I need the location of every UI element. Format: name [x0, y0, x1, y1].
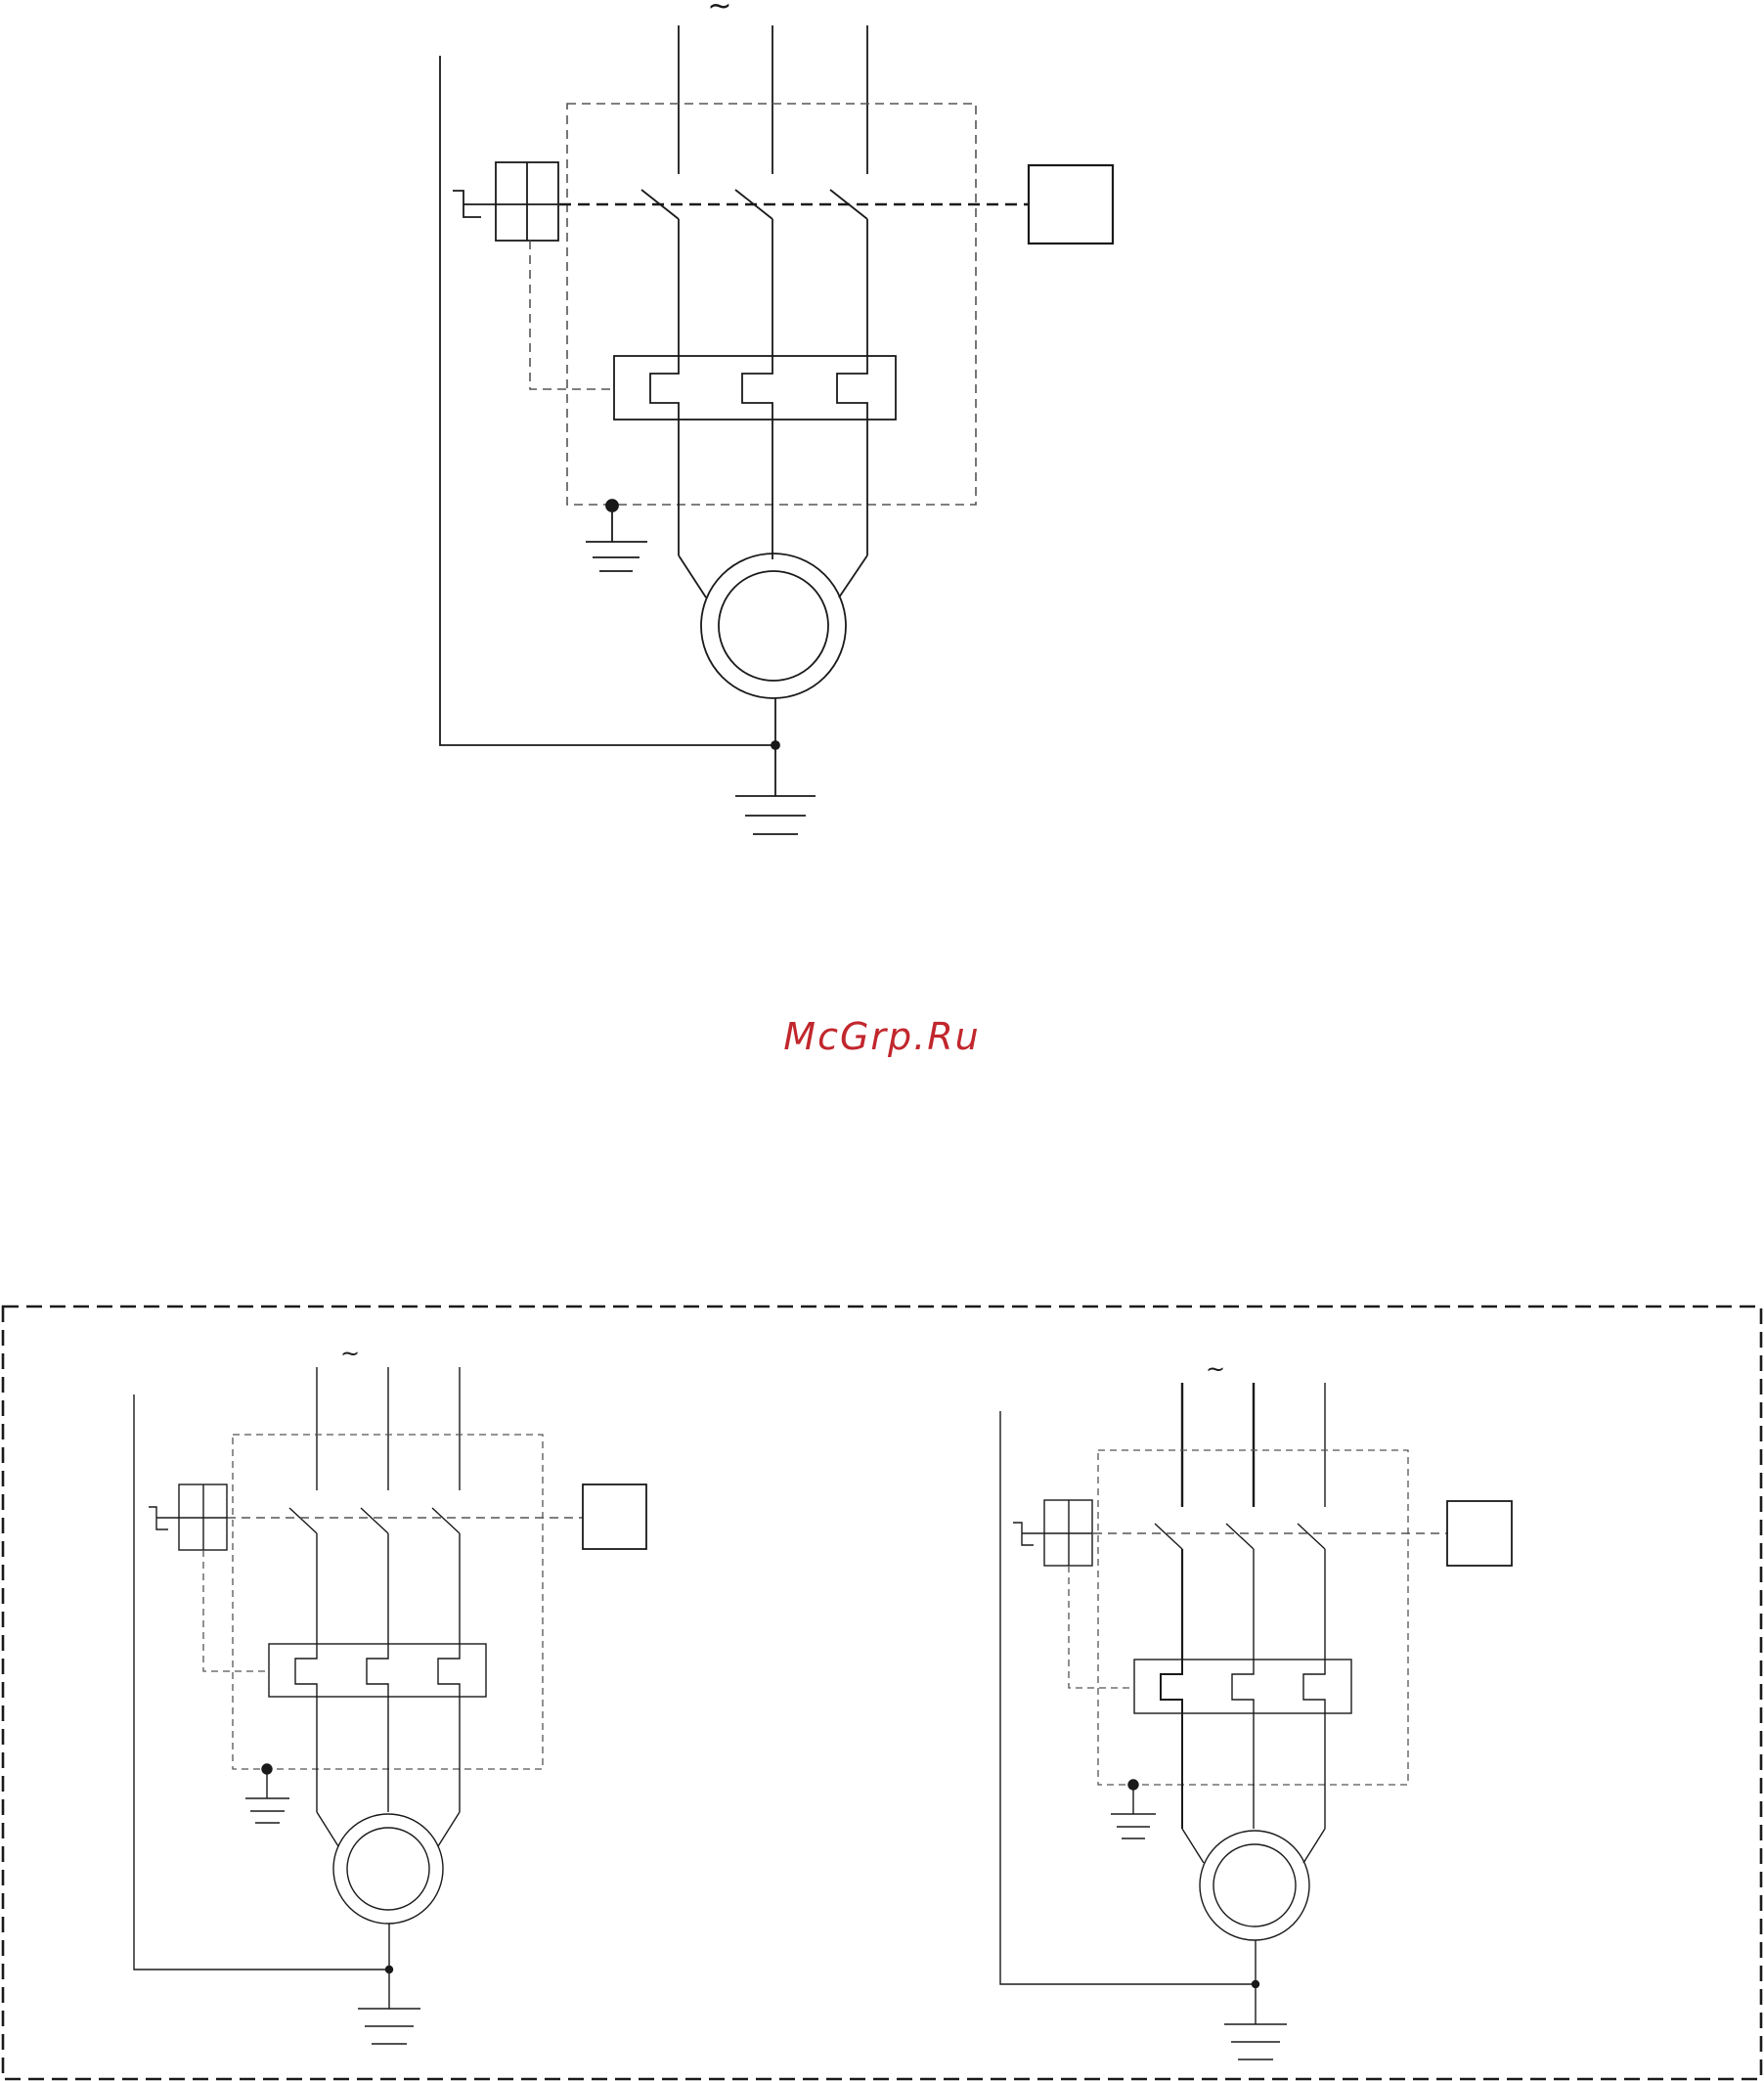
thermal-overload-relay-bottom-left: [269, 1644, 486, 1769]
outer-dashed-frame: [3, 1306, 1761, 2079]
ground-symbol-main-bottom-right: [1224, 2024, 1287, 2059]
motor-leads-top: [679, 505, 867, 598]
junction-dot-bottom-right: [1253, 1981, 1259, 1988]
switch-enclosure-top: [567, 104, 976, 505]
switch-contacts-bottom-right: [1155, 1524, 1325, 1660]
protective-earth-conductor-bottom-right: [1000, 1411, 1256, 1984]
motor-symbol-top: [701, 553, 846, 698]
watermark-text: McGrp.Ru: [0, 1015, 1764, 1058]
thermal-overload-relay-bottom-right: [1134, 1660, 1351, 1785]
supply-symbol-bottom-right: ~: [1206, 1355, 1225, 1383]
motor-circuit-diagram-top: ~: [440, 0, 1113, 834]
switch-contacts-top: [641, 190, 867, 356]
motor-leads-bottom-left: [317, 1769, 460, 1846]
switch-contacts-bottom-left: [289, 1508, 460, 1644]
overload-link-bottom-right: [1069, 1566, 1134, 1688]
supply-symbol-bottom-left: ~: [340, 1340, 360, 1367]
junction-dot-bottom-left: [386, 1967, 393, 1973]
operating-handle-bottom-left: [149, 1484, 227, 1550]
junction-dot-top: [772, 741, 779, 749]
thermal-overload-relay-top: [614, 356, 896, 505]
motor-symbol-bottom-right: [1200, 1831, 1309, 1940]
protective-earth-conductor-top: [440, 56, 775, 745]
operating-handle-top: [453, 162, 558, 241]
ground-symbol-main-bottom-left: [358, 2009, 420, 2044]
ground-symbol-enclosure-bottom-left: [245, 1764, 289, 1823]
motor-circuit-diagram-bottom-right: ~: [1000, 1355, 1512, 2059]
overload-link-bottom-left: [203, 1550, 269, 1671]
auxiliary-box-top: [1029, 165, 1113, 244]
ground-symbol-enclosure-top: [586, 500, 647, 571]
supply-lines-bottom-left: [317, 1367, 460, 1490]
ground-symbol-main-top: [735, 796, 816, 834]
supply-symbol-top: ~: [707, 0, 731, 23]
supply-lines-top: [679, 25, 867, 174]
operating-handle-bottom-right: [1013, 1500, 1092, 1566]
supply-lines-bottom-right: [1182, 1383, 1325, 1507]
motor-leads-bottom-right: [1182, 1785, 1325, 1863]
ground-symbol-enclosure-bottom-right: [1111, 1780, 1156, 1838]
protective-earth-conductor-bottom-left: [134, 1395, 389, 1970]
motor-symbol-bottom-left: [333, 1814, 443, 1924]
overload-link-top: [530, 241, 614, 389]
auxiliary-box-bottom-right: [1447, 1501, 1512, 1566]
motor-circuit-diagram-bottom-left: ~: [134, 1340, 646, 2044]
auxiliary-box-bottom-left: [583, 1484, 646, 1549]
